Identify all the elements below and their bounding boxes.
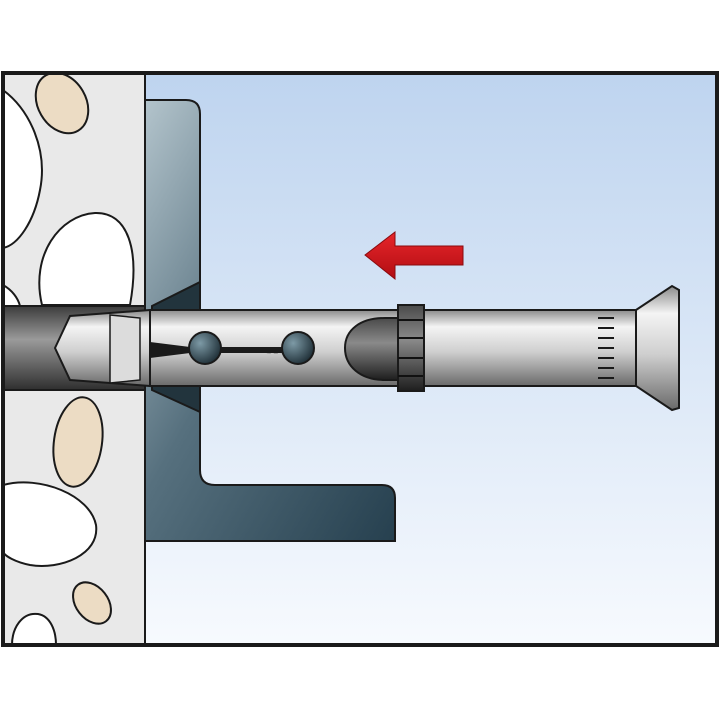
pebble-white — [3, 88, 43, 250]
retaining-ball-left — [188, 331, 222, 365]
pebble-tan — [72, 581, 112, 625]
pebble-tan — [52, 396, 104, 488]
bolt-shank — [423, 309, 637, 387]
push-direction-arrow-icon — [364, 230, 464, 281]
sleeve-slot — [150, 342, 310, 358]
pebble-white — [10, 612, 58, 645]
countersunk-head — [635, 284, 680, 412]
expansion-cone — [53, 308, 151, 388]
retaining-ball-right — [281, 331, 315, 365]
anti-rotation-collar — [343, 304, 425, 392]
thread-marks — [598, 317, 614, 379]
diagram-frame — [1, 71, 719, 647]
pebble-white — [3, 481, 98, 567]
pebble-tan — [34, 73, 90, 135]
pebble-white — [38, 211, 135, 306]
